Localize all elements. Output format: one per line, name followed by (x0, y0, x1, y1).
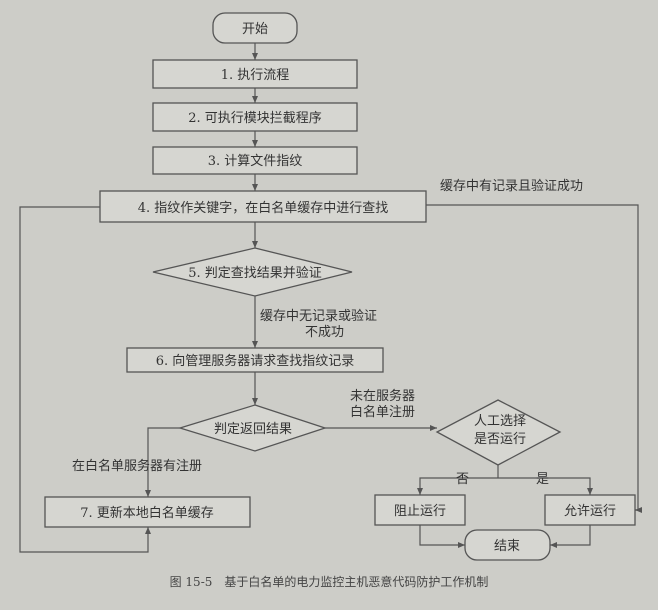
node-step3: 3. 计算文件指纹 (152, 146, 358, 175)
node-step6: 6. 向管理服务器请求查找指纹记录 (126, 347, 384, 373)
arrow-loop-step7 (19, 206, 151, 553)
node-step2: 2. 可执行模块拦截程序 (152, 102, 358, 132)
end-label: 结束 (494, 539, 520, 554)
step2-label: 2. 可执行模块拦截程序 (188, 111, 322, 126)
node-step4: 4. 指纹作关键字，在白名单缓存中进行查找 (99, 190, 427, 223)
figure-caption: 图 15-5 基于白名单的电力监控主机恶意代码防护工作机制 (170, 574, 489, 589)
edge-label-no: 否 (456, 472, 469, 487)
node-block: 阻止运行 (374, 494, 466, 526)
node-step5-decision: 5. 判定查找结果并验证 (152, 247, 353, 297)
arrow-block-end (419, 525, 465, 548)
allow-label: 允许运行 (564, 503, 616, 519)
node-manual-decision: 人工选择 是否运行 (435, 399, 562, 466)
manual-label-line1: 人工选择 (474, 414, 526, 429)
edge-label-registered: 在白名单服务器有注册 (72, 458, 202, 474)
step6-label: 6. 向管理服务器请求查找指纹记录 (156, 353, 355, 369)
node-end: 结束 (464, 529, 551, 561)
step3-label: 3. 计算文件指纹 (208, 154, 303, 169)
arrow-judge-step7 (145, 427, 180, 497)
edge-label-cache-miss-2: 不成功 (305, 325, 344, 340)
block-label: 阻止运行 (394, 504, 446, 519)
node-start: 开始 (212, 12, 298, 44)
node-allow: 允许运行 (544, 494, 636, 526)
edge-label-cache-miss-1: 缓存中无记录或验证 (260, 308, 377, 324)
edge-label-cache-hit: 缓存中有记录且验证成功 (440, 178, 583, 194)
step4-label: 4. 指纹作关键字，在白名单缓存中进行查找 (138, 200, 389, 216)
edge-label-not-registered-1: 未在服务器 (350, 388, 415, 404)
node-step1: 1. 执行流程 (152, 59, 358, 89)
step5-label: 5. 判定查找结果并验证 (188, 265, 322, 281)
node-judge-return: 判定返回结果 (177, 404, 328, 452)
start-label: 开始 (242, 22, 268, 37)
manual-label-line2: 是否运行 (474, 432, 526, 447)
arrow-allow-end (550, 525, 591, 548)
connectors (19, 43, 642, 553)
step7-label: 7. 更新本地白名单缓存 (80, 505, 214, 521)
arrow-yes-allow (498, 477, 593, 495)
judge-return-label: 判定返回结果 (214, 422, 292, 437)
edge-label-not-registered-2: 白名单注册 (350, 404, 415, 420)
node-step7: 7. 更新本地白名单缓存 (44, 496, 251, 528)
arrow-no-block (417, 477, 498, 495)
arrow-cache-hit (426, 204, 639, 511)
step1-label: 1. 执行流程 (221, 68, 290, 83)
edge-label-yes: 是 (536, 472, 549, 487)
